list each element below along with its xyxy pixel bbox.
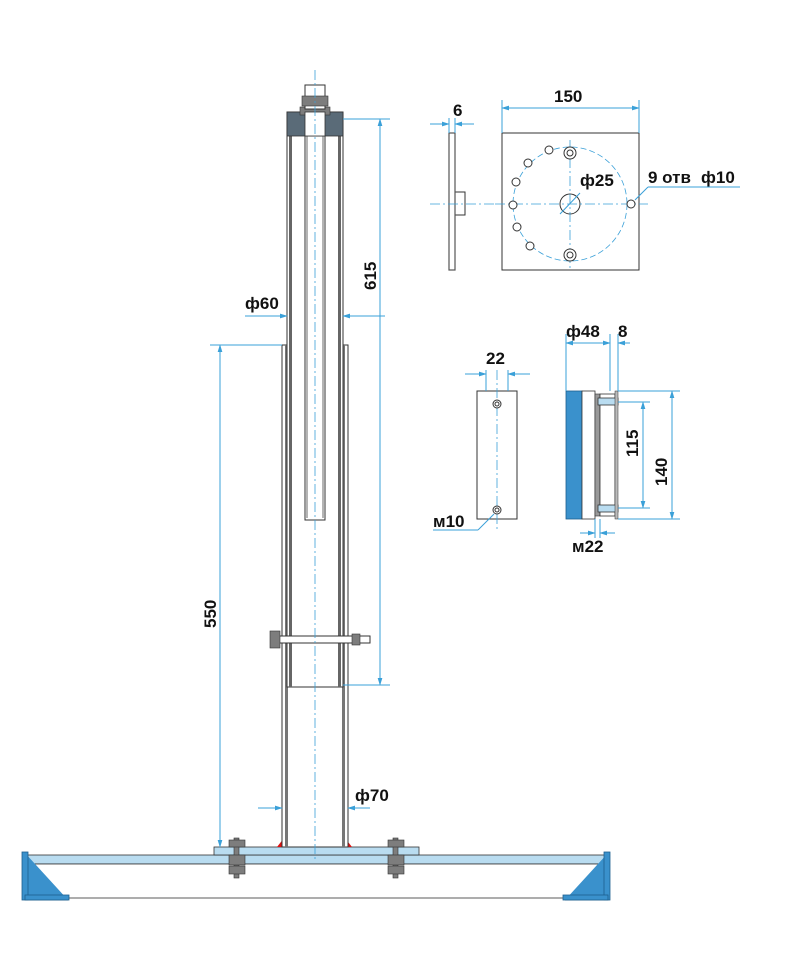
dim-phi70-label: ф70 bbox=[355, 786, 389, 805]
base-bolt-left bbox=[228, 837, 246, 879]
dim-6-label: 6 bbox=[453, 101, 462, 120]
dim-m22-label: м22 bbox=[572, 537, 604, 556]
dim-phi60-label: ф60 bbox=[245, 294, 279, 313]
dim-115-label: 115 bbox=[623, 430, 642, 457]
dim-holes-count-label: 9 отв bbox=[648, 168, 691, 187]
clamp-view: 22 м10 bbox=[433, 349, 530, 531]
dim-8-label: 8 bbox=[618, 322, 627, 341]
dim-615: 615 bbox=[343, 118, 390, 686]
flange-front-view: 150 ф25 9 отв ф10 bbox=[495, 87, 740, 271]
base-channel bbox=[21, 851, 611, 901]
dim-holes-diameter-label: ф10 bbox=[701, 168, 735, 187]
dim-615-label: 615 bbox=[361, 262, 380, 290]
flange-holes bbox=[508, 145, 636, 262]
dim-140-label: 140 bbox=[652, 458, 671, 486]
dim-phi70: ф70 bbox=[258, 786, 389, 811]
sleeve-view: ф48 8 115 140 м22 bbox=[565, 322, 680, 556]
dim-phi48-label: ф48 bbox=[566, 322, 600, 341]
base-bolt-right bbox=[387, 837, 405, 879]
flange-side-view: 6 bbox=[430, 101, 495, 271]
dim-550-label: 550 bbox=[201, 600, 220, 628]
main-post: ф60 615 550 ф70 bbox=[21, 70, 611, 901]
dim-m10-label: м10 bbox=[433, 512, 465, 531]
dim-phi25-label: ф25 bbox=[580, 171, 614, 190]
cross-bolt bbox=[269, 630, 371, 649]
base-plate bbox=[213, 846, 420, 856]
dim-550: 550 bbox=[201, 344, 282, 848]
dim-22-label: 22 bbox=[486, 349, 505, 368]
dim-150-label: 150 bbox=[554, 87, 582, 106]
